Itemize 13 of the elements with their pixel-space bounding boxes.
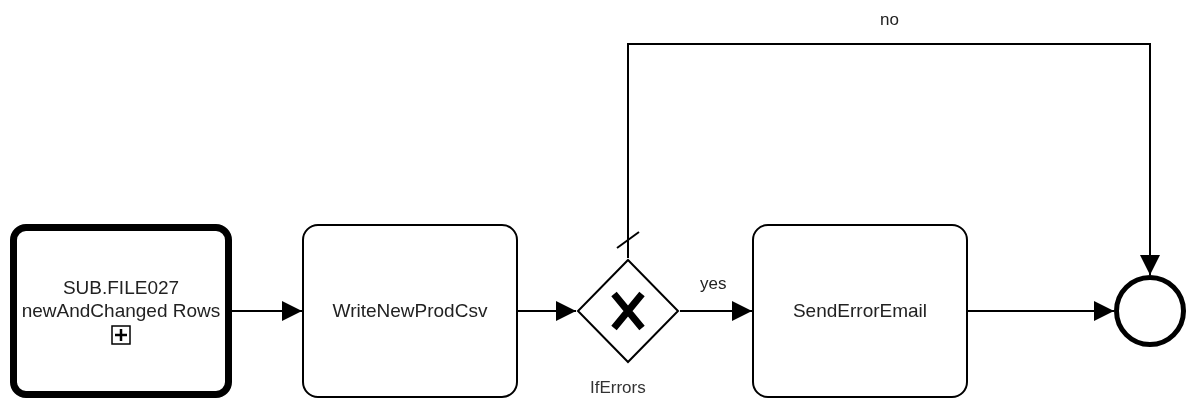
gateway-label: IfErrors [590,378,646,398]
task-box [752,224,968,398]
arrow [967,301,1115,321]
arrow [517,301,577,321]
call-activity-box [10,224,232,398]
arrow [616,43,1160,276]
node-label: SendErrorEmail [792,299,928,323]
task-box [302,224,518,398]
exclusive-gateway-diamond [576,258,680,364]
node-label: WriteNewProdCsv [332,299,488,323]
arrow [231,301,303,321]
arrow [679,301,753,321]
node-label: SUB.FILE027 newAndChanged Rows [20,277,222,323]
